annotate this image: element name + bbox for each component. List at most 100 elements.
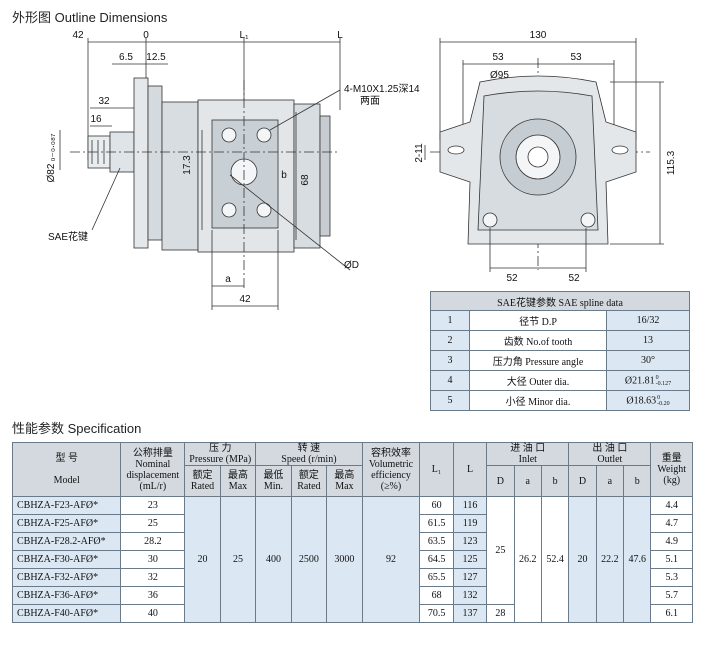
cell-l: 116 <box>452 496 488 515</box>
cell-displacement: 32 <box>120 568 186 587</box>
spline-value-main: Ø21.81 <box>624 374 655 386</box>
dim-l: L <box>337 30 343 41</box>
header-inlet-a: a <box>513 465 542 497</box>
cell-inlet-b: 52.4 <box>540 496 570 623</box>
sae-spline-table: SAE花键参数 SAE spline data 1 径节 D.P 16/32 2… <box>430 291 690 411</box>
cell-weight: 5.1 <box>650 550 693 569</box>
dim-b: b <box>281 170 287 181</box>
dim-42-bottom: 42 <box>239 294 251 305</box>
cell-inlet-a: 26.2 <box>513 496 542 623</box>
dim-53-left: 53 <box>492 52 504 63</box>
dim-16: 16 <box>90 114 102 125</box>
table-row: CBHZA-F36-AFØ* 36 68 132 5.7 <box>11 586 693 605</box>
cell-displacement: 25 <box>120 514 186 533</box>
cell-l: 127 <box>452 568 488 587</box>
cell-weight: 5.3 <box>650 568 693 587</box>
spline-name: 大径 Outer dia. <box>469 370 607 391</box>
cell-model: CBHZA-F28.2-AFØ* <box>11 532 122 551</box>
header-outlet-d: D <box>568 465 597 497</box>
header-outlet-a: a <box>595 465 625 497</box>
table-row: CBHZA-F23-AFØ* 23 20 25 400 2500 3000 92… <box>11 496 693 623</box>
cell-outlet-b: 47.6 <box>623 496 652 623</box>
cell-weight: 6.1 <box>650 604 693 623</box>
cell-model: CBHZA-F36-AFØ* <box>11 586 122 605</box>
cell-outlet-d: 20 <box>568 496 597 623</box>
spline-no: 2 <box>430 330 470 351</box>
dim-53-right: 53 <box>570 52 582 63</box>
cell-displacement: 30 <box>120 550 186 569</box>
cell-model: CBHZA-F23-AFØ* <box>11 496 122 515</box>
cell-l1: 64.5 <box>419 550 454 569</box>
table-row: CBHZA-F40-AFØ* 40 70.5 137 28 6.1 <box>11 604 693 623</box>
tol-lower: -0.20 <box>657 400 670 407</box>
spline-no: 5 <box>430 390 470 411</box>
dim-95: Ø95 <box>490 70 509 81</box>
sae-spline-label: SAE花键 <box>48 230 88 243</box>
dim-17-3: 17.3 <box>182 155 193 175</box>
dim-52-left: 52 <box>506 273 518 284</box>
spline-table-title: SAE花键参数 SAE spline data <box>430 291 690 311</box>
thread-note: 4-M10X1.25深14 <box>344 83 420 95</box>
spline-value: 16/32 <box>606 310 690 331</box>
dim-42: 42 <box>72 30 84 41</box>
cell-l1: 61.5 <box>419 514 454 533</box>
cell-l1: 60 <box>419 496 454 515</box>
cell-l1: 70.5 <box>419 604 454 623</box>
spline-value: 30° <box>606 350 690 371</box>
cell-model: CBHZA-F40-AFØ* <box>11 604 122 623</box>
outline-title: 外形图 Outline Dimensions <box>12 10 168 25</box>
dim-52-right: 52 <box>568 273 580 284</box>
spline-name: 压力角 Pressure angle <box>469 350 607 371</box>
header-outlet-b: b <box>623 465 652 497</box>
cell-l: 137 <box>452 604 488 623</box>
front-view-drawing: 42 0 L₁ L 6.5 12.5 32 16 Ø82 ₀₋₀.₀₈₇ 17.… <box>46 30 420 310</box>
cell-weight: 4.9 <box>650 532 693 551</box>
table-row: 5 小径 Minor dia. Ø18.630-0.20 <box>430 390 690 411</box>
cell-weight: 4.7 <box>650 514 693 533</box>
cell-inlet-d-last: 28 <box>486 604 515 623</box>
dim-115-3: 115.3 <box>666 150 677 175</box>
side-view-drawing: 130 53 53 Ø95 2-11 115.3 52 52 <box>414 30 677 284</box>
table-row: CBHZA-F28.2-AFØ* 28.2 63.5 123 4.9 <box>11 532 693 551</box>
header-inlet-d: D <box>486 465 515 497</box>
dim-6-5: 6.5 <box>119 52 133 63</box>
table-row: 2 齿数 No.of tooth 13 <box>430 330 690 351</box>
tol-lower: -0.127 <box>655 380 672 387</box>
cell-displacement: 40 <box>120 604 186 623</box>
cell-pressure-max: 25 <box>219 496 257 623</box>
dim-130: 130 <box>530 30 547 41</box>
cell-inlet-d: 25 <box>486 496 515 605</box>
cell-pressure-rated: 20 <box>184 496 221 623</box>
header-l1: L₁ <box>419 442 454 497</box>
spline-value: Ø21.810-0.127 <box>606 370 690 391</box>
cell-l1: 65.5 <box>419 568 454 587</box>
dim-68: 68 <box>300 174 311 186</box>
table-row: 4 大径 Outer dia. Ø21.810-0.127 <box>430 370 690 391</box>
tol-upper: 0 <box>655 374 659 381</box>
spline-name: 径节 D.P <box>469 310 607 331</box>
cell-efficiency: 92 <box>361 496 421 623</box>
cell-model: CBHZA-F32-AFØ* <box>11 568 122 587</box>
table-row: 1 径节 D.P 16/32 <box>430 310 690 331</box>
cell-model: CBHZA-F30-AFØ* <box>11 550 122 569</box>
dim-od: ØD <box>344 260 359 271</box>
table-row: CBHZA-F30-AFØ* 30 64.5 125 5.1 <box>11 550 693 569</box>
cell-outlet-a: 22.2 <box>595 496 625 623</box>
table-row: CBHZA-F32-AFØ* 32 65.5 127 5.3 <box>11 568 693 587</box>
cell-l1: 63.5 <box>419 532 454 551</box>
cell-model: CBHZA-F25-AFØ* <box>11 514 122 533</box>
tol-upper: 0 <box>657 394 661 401</box>
dim-0: 0 <box>143 30 149 41</box>
spline-no: 4 <box>430 370 470 391</box>
dim-12-5: 12.5 <box>146 52 166 63</box>
